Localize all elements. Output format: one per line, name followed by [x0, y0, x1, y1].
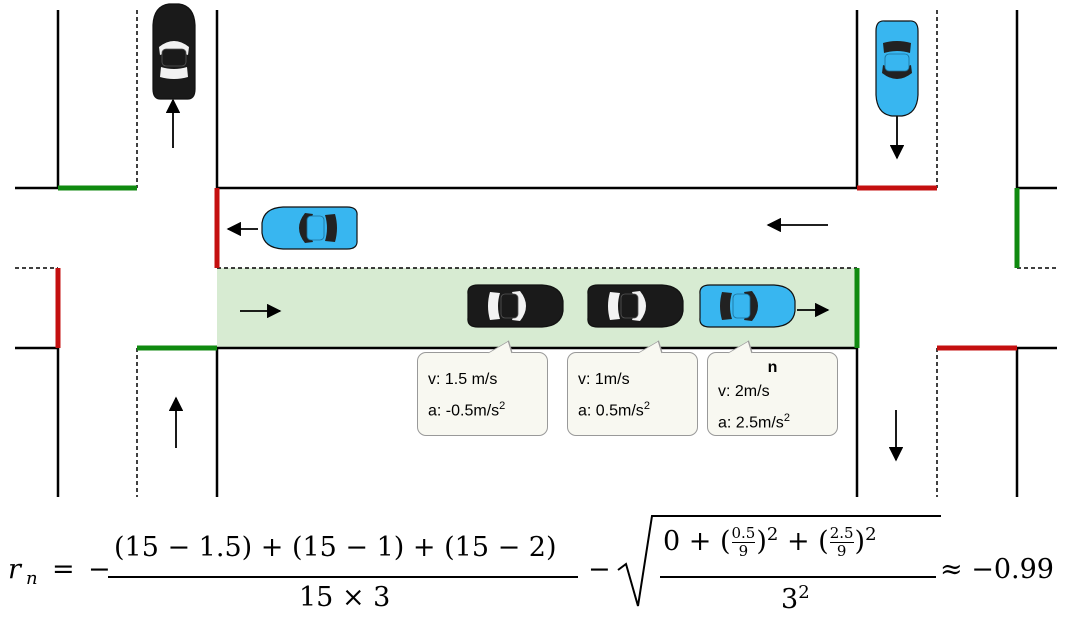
info-bubble-ego: n v: 2m/s a: 2.5m/s2 — [707, 340, 838, 436]
ego-accel: a: 2.5m/s2 — [718, 405, 827, 431]
formula-result: ≈ −0.99 — [940, 554, 1054, 585]
sqrt-denominator: 32 — [781, 582, 810, 615]
mid-accel-value: a: 0.5m/s — [578, 402, 644, 420]
car-blue-westbound — [261, 206, 358, 250]
sqrt-num-part-d: ) — [854, 526, 866, 557]
formula-lhs-sub: n — [26, 568, 38, 589]
sqrt-radical — [617, 515, 941, 607]
sqrt-num-sq-2: 2 — [865, 524, 877, 545]
intersection-diagram — [15, 3, 1057, 497]
info-bubble-rear: v: 1.5 m/s a: -0.5m/s2 — [417, 340, 548, 436]
frac1-numerator: (15 − 1.5) + (15 − 1) + (15 − 2) — [114, 532, 557, 563]
rear-accel: a: -0.5m/s2 — [428, 393, 537, 419]
ego-speed: v: 2m/s — [718, 383, 770, 400]
traffic-signals — [55, 185, 1020, 351]
inner-frac-1-den: 9 — [738, 542, 749, 560]
inner-frac-2-den: 9 — [836, 542, 847, 560]
mid-accel: a: 0.5m/s2 — [578, 393, 687, 419]
sqrt-den-exp: 2 — [798, 582, 810, 603]
inner-frac-1-num: 0.5 — [731, 524, 756, 543]
car-blue-south — [875, 20, 919, 117]
sqrt-num-part-b: ) — [756, 526, 767, 557]
ego-label: n — [767, 359, 778, 376]
ego-accel-value: a: 2.5m/s — [718, 414, 784, 432]
formula-minus-2: − — [588, 554, 611, 585]
formula-minus-1: − — [88, 554, 111, 585]
car-black-north — [152, 3, 196, 100]
direction-arrows — [165, 98, 905, 462]
rear-speed: v: 1.5 m/s — [428, 371, 498, 388]
mid-speed: v: 1m/s — [578, 371, 630, 388]
sqrt-num-part-c: + ( — [778, 526, 829, 557]
sqrt-den-base: 3 — [781, 584, 799, 615]
formula-lhs-var: r — [8, 554, 21, 585]
sqrt-num-part-a: 0 + ( — [663, 526, 731, 557]
rear-accel-value: a: -0.5m/s — [428, 402, 500, 420]
ego-accel-exp: 2 — [783, 412, 790, 424]
reward-formula: r n = − (15 − 1.5) + (15 − 1) + (15 − 2)… — [8, 510, 1063, 615]
mid-accel-exp: 2 — [643, 400, 650, 412]
inner-frac-2-num: 2.5 — [829, 524, 854, 543]
road-edges — [15, 10, 1057, 497]
formula-equals: = — [52, 554, 75, 585]
info-bubble-mid: v: 1m/s a: 0.5m/s2 — [567, 340, 698, 436]
rear-accel-exp: 2 — [499, 400, 506, 412]
frac1-denominator: 15 × 3 — [299, 582, 391, 613]
car-ego-blue — [699, 284, 796, 328]
frac1-bar — [108, 576, 578, 578]
sqrt-frac-bar — [660, 576, 936, 578]
cars — [152, 3, 919, 328]
sqrt-num-sq-1: 2 — [766, 524, 779, 545]
car-mid-black — [587, 284, 684, 328]
car-rear-black — [467, 284, 564, 328]
lane-dividers — [15, 10, 1057, 497]
